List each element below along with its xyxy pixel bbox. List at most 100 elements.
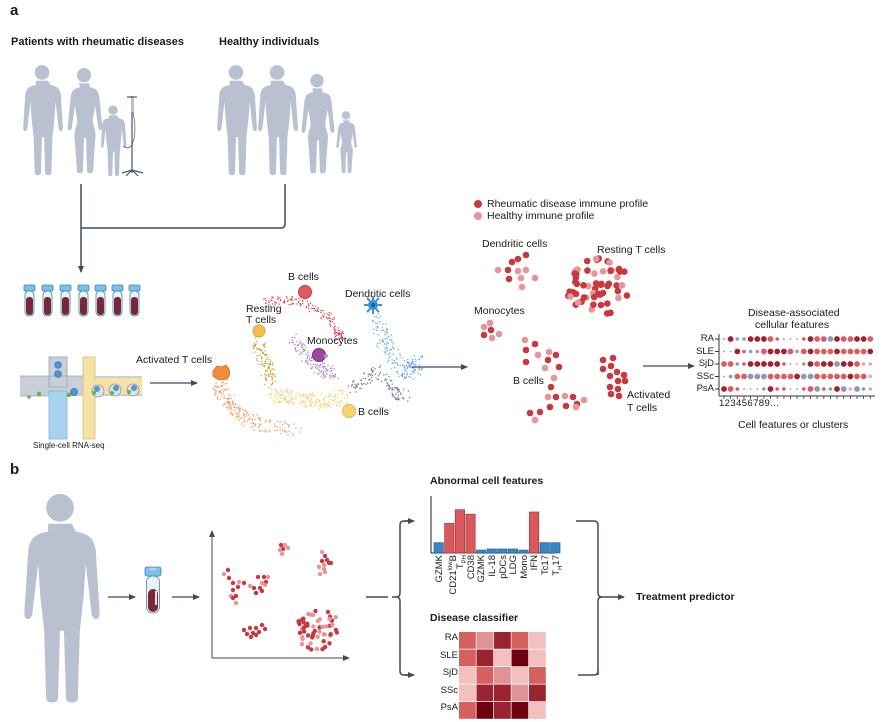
umap-point — [386, 373, 388, 376]
umap-point — [388, 357, 390, 359]
umap-point — [253, 343, 255, 345]
umap-point — [254, 345, 257, 347]
umap-point — [288, 403, 290, 405]
umap-point — [223, 396, 225, 398]
merge-bracket — [576, 520, 625, 676]
dotplot-dot — [807, 348, 814, 355]
umap-point — [222, 391, 224, 393]
umap-point — [333, 368, 335, 370]
umap-point — [295, 396, 297, 398]
umap-point — [330, 312, 332, 315]
umap-point — [247, 418, 249, 421]
healthy-silhouettes — [217, 65, 357, 176]
cluster-dot — [614, 273, 621, 281]
b-scatter-dot — [308, 641, 313, 646]
umap-point — [324, 376, 326, 378]
umap-point — [406, 374, 408, 376]
dotplot-dot — [767, 348, 774, 355]
dotplot-dot — [814, 373, 820, 380]
cluster-dot — [505, 275, 513, 283]
umap-point — [417, 359, 419, 361]
cluster-dot — [574, 299, 582, 307]
umap-point — [264, 353, 266, 356]
umap-point — [386, 347, 388, 349]
dotplot-dot — [814, 361, 820, 367]
dotplot-dot — [787, 373, 794, 380]
b-scatter-plot — [209, 530, 350, 661]
heatmap-row-label: SLE — [440, 649, 458, 661]
umap-point — [339, 337, 341, 340]
umap-point — [323, 399, 325, 401]
dotplot-row-label: SjD — [698, 358, 714, 369]
umap-point — [273, 401, 276, 404]
umap-point — [282, 391, 284, 394]
umap-point — [333, 399, 335, 401]
dotplot-dot — [820, 336, 827, 342]
cluster-dot — [613, 368, 621, 376]
cluster-dot — [518, 283, 526, 291]
dotplot-dot — [861, 362, 866, 366]
umap-point — [340, 333, 342, 336]
dotplot-dot — [827, 336, 834, 342]
umap-point — [263, 362, 265, 365]
umap-point — [381, 327, 383, 329]
cluster-monocytes — [480, 319, 503, 342]
umap-point — [330, 326, 332, 328]
umap-point — [273, 397, 275, 399]
b-scatter-dot — [324, 624, 329, 629]
umap-point — [313, 307, 316, 310]
umap-point — [389, 380, 392, 382]
umap-point — [241, 423, 243, 425]
umap-point — [278, 402, 280, 404]
b-scatter-dot — [330, 622, 335, 628]
umap-point — [272, 362, 274, 364]
umap-cloud-b-cells-yellow — [268, 388, 349, 410]
umap-point — [347, 385, 350, 387]
b-scatter-dot — [315, 634, 320, 639]
umap-point — [237, 415, 240, 417]
umap-point — [318, 370, 321, 372]
umap-point — [252, 415, 255, 417]
umap-point — [292, 434, 294, 436]
umap-point — [353, 386, 355, 388]
umap-point — [236, 415, 239, 417]
umap-point — [305, 307, 307, 309]
umap-point — [328, 401, 330, 404]
umap-point — [333, 328, 335, 330]
umap-point — [314, 305, 316, 307]
umap-point — [383, 331, 386, 333]
umap-point — [292, 397, 294, 399]
umap-point — [323, 404, 326, 406]
umap-point — [385, 323, 387, 326]
umap-point — [390, 368, 392, 370]
dotplot-dot — [854, 336, 860, 342]
umap-point — [230, 406, 232, 409]
umap-point — [291, 433, 294, 435]
umap-point — [266, 354, 268, 356]
umap-point — [223, 397, 225, 400]
b-scatter-dot — [328, 560, 334, 566]
umap-point — [288, 424, 290, 426]
umap-point — [363, 373, 365, 375]
dotplot-dot — [840, 386, 847, 392]
umap-point — [374, 373, 376, 375]
umap-point — [268, 420, 270, 422]
b-scatter-dot — [320, 624, 325, 630]
dotplot-dot — [840, 336, 847, 342]
b-scatter-dot — [265, 574, 271, 580]
umap-point — [314, 400, 317, 402]
umap-point — [401, 397, 403, 399]
cluster-dot — [615, 266, 623, 274]
cluster-dot — [488, 334, 496, 342]
umap-point — [312, 392, 314, 394]
umap-point — [256, 355, 259, 357]
dotplot-x-ticks: 123456789... — [719, 398, 780, 409]
umap-point — [325, 369, 327, 372]
umap-point — [274, 394, 276, 396]
umap-point — [282, 394, 285, 396]
umap-point — [264, 349, 266, 352]
umap-point — [318, 368, 320, 371]
dotplot-dot — [756, 388, 759, 390]
dotplot-dot — [721, 386, 727, 392]
umap-point — [265, 419, 267, 422]
